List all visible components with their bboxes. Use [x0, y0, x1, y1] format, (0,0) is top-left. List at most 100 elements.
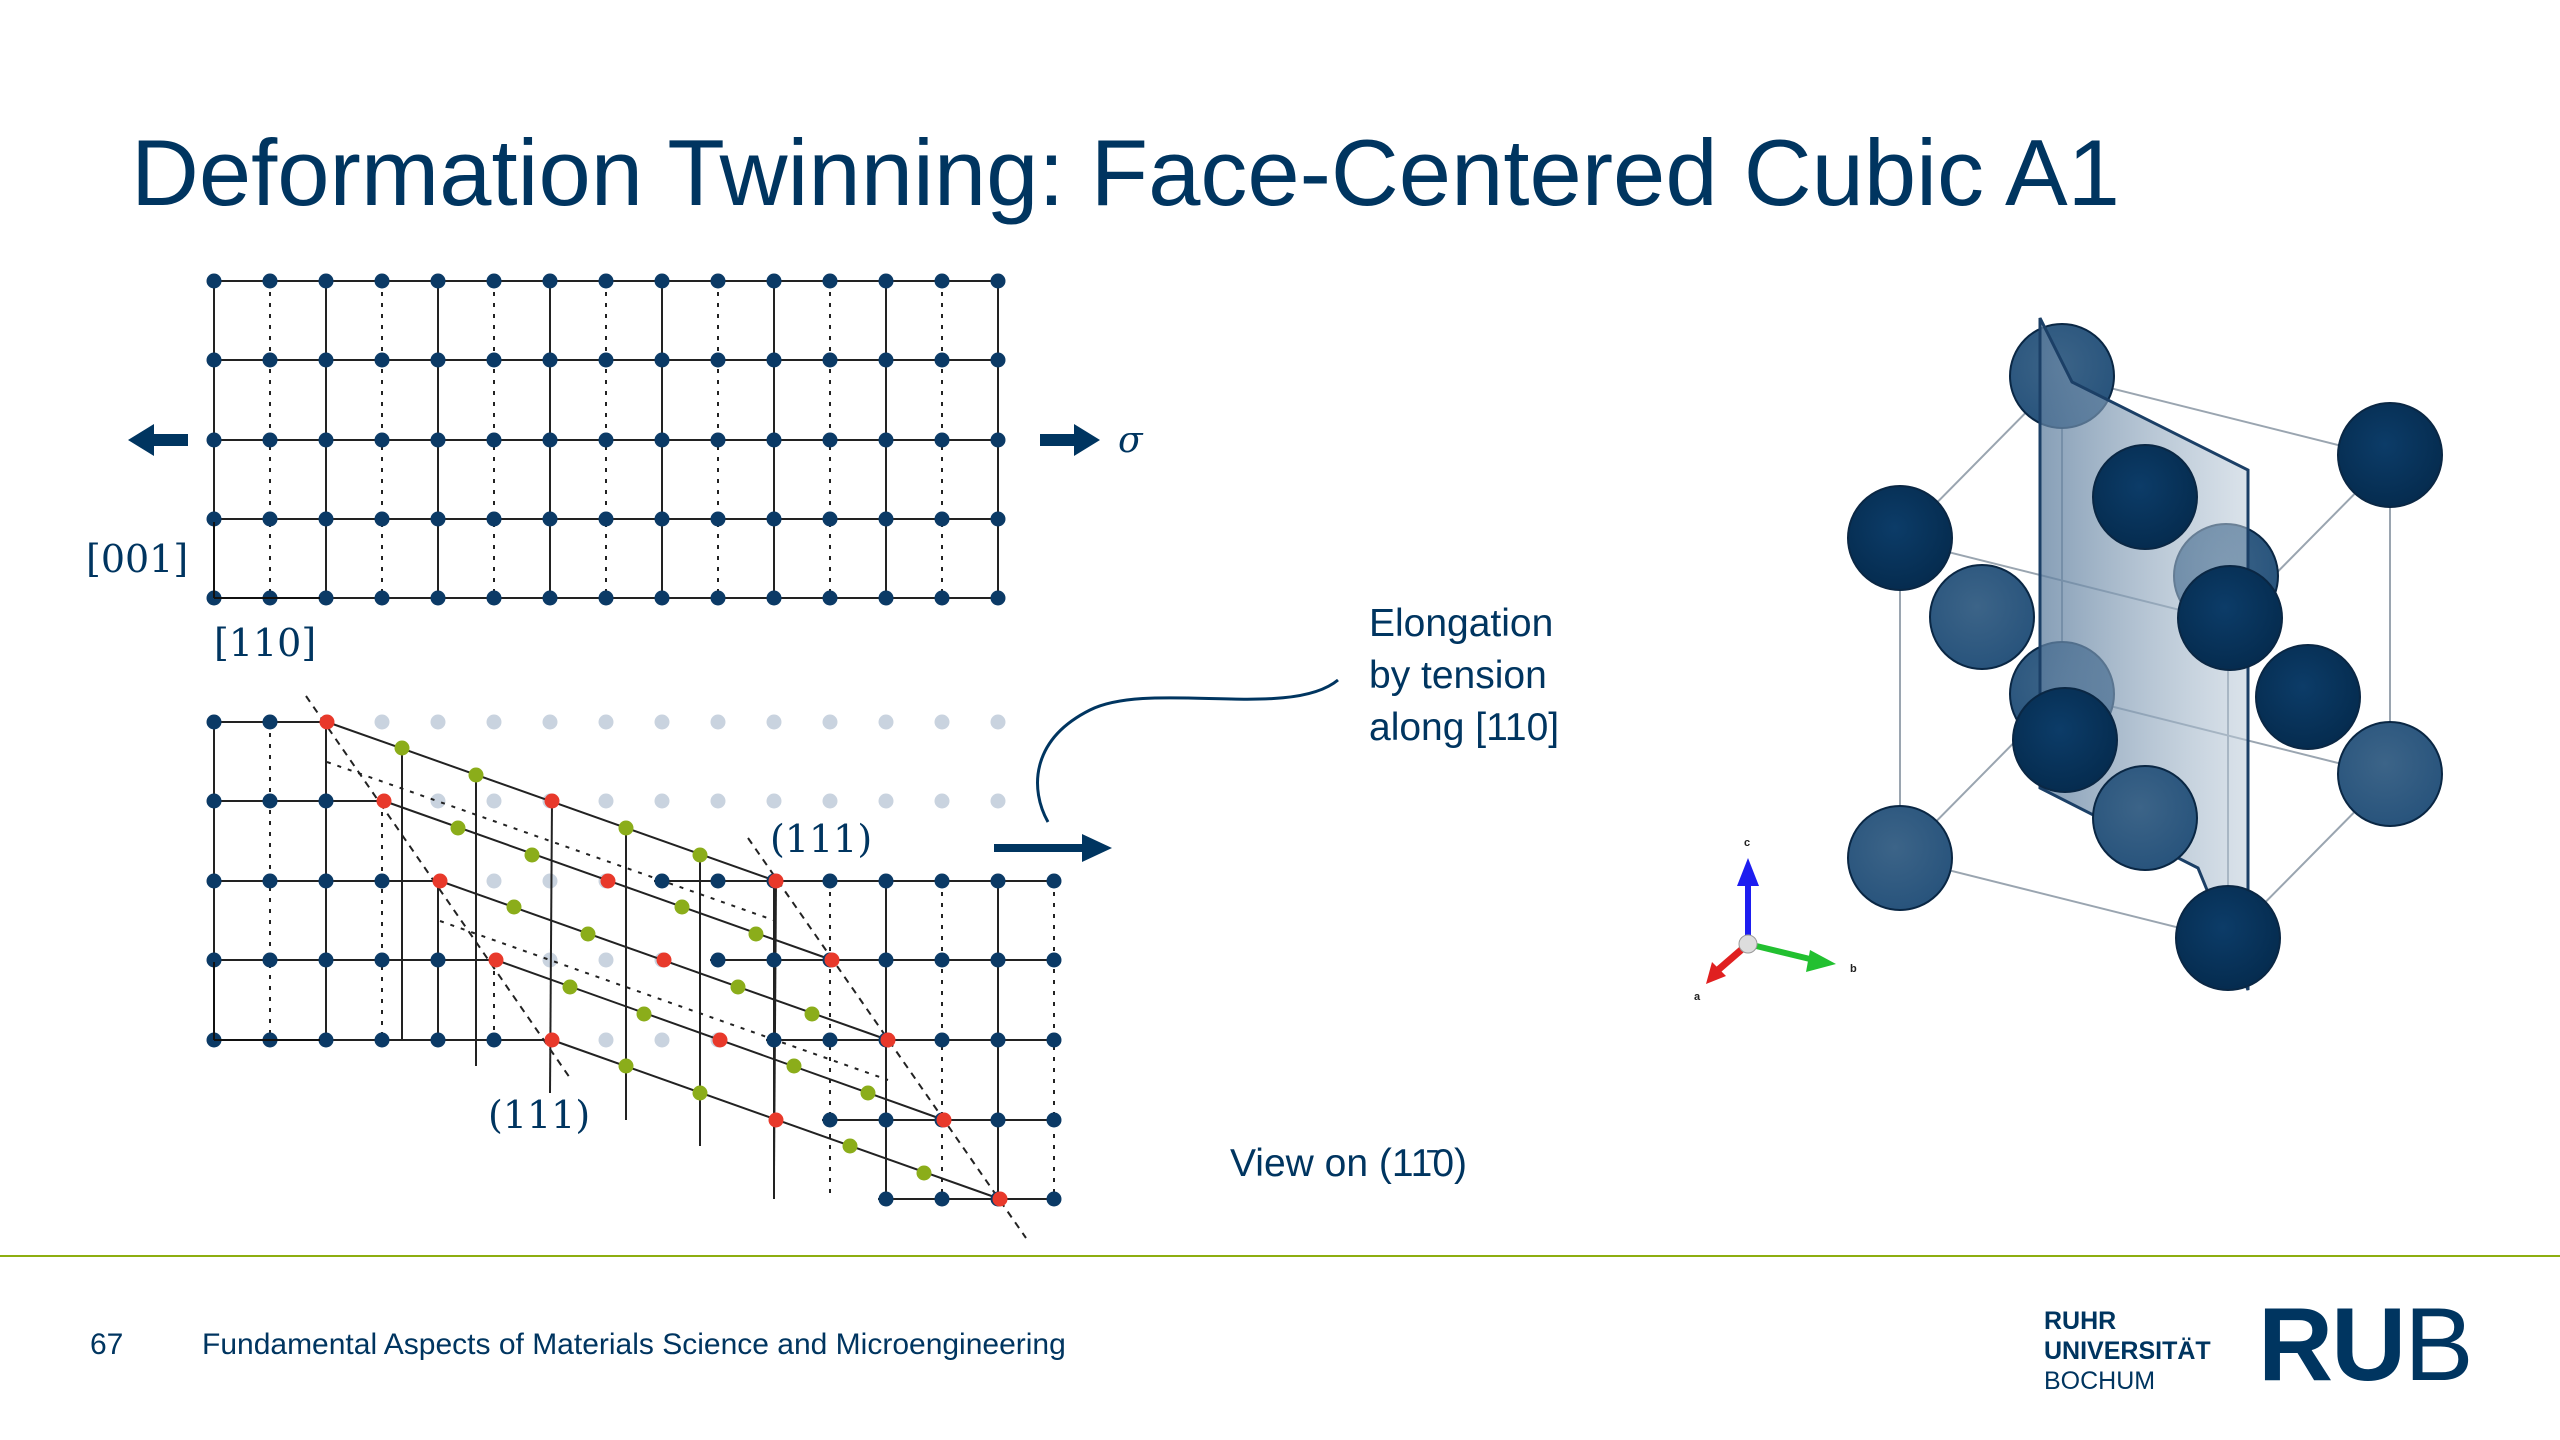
lattice-atom: [430, 432, 446, 448]
elongation-text-1: Elongation: [1369, 602, 1553, 645]
ghost-atom: [766, 793, 782, 809]
logo-mark-b: B: [2404, 1287, 2473, 1403]
atom-face-front-center: [2012, 687, 2118, 793]
twin-lattice: [206, 695, 1062, 1239]
lattice-atom: [206, 511, 222, 527]
lattice-atom: [206, 432, 222, 448]
ghost-atom: [598, 1032, 614, 1048]
lattice-atom: [318, 873, 334, 889]
elongation-text-3: along [110]: [1369, 706, 1559, 749]
lattice-atom: [374, 873, 390, 889]
ghost-atom: [486, 714, 502, 730]
ghost-atom: [990, 793, 1006, 809]
lattice-atom: [990, 1032, 1006, 1048]
twin-red-atom: [992, 1191, 1008, 1207]
stress-label: σ: [1118, 420, 1144, 461]
lattice-atom: [990, 511, 1006, 527]
lattice-atom: [206, 352, 222, 368]
lattice-atom: [710, 952, 726, 968]
lattice-atom: [766, 1032, 782, 1048]
axis-c-label: c: [1744, 837, 1750, 849]
lattice-atom: [318, 273, 334, 289]
ghost-atom: [710, 714, 726, 730]
lattice-atom: [990, 952, 1006, 968]
lattice-atom: [766, 952, 782, 968]
course-title: Fundamental Aspects of Materials Science…: [202, 1328, 1066, 1361]
origin-axes-bottom: [213, 962, 320, 1041]
lattice-atom: [934, 352, 950, 368]
lattice-atom: [654, 273, 670, 289]
lattice-atom: [374, 511, 390, 527]
lattice-atom: [262, 511, 278, 527]
lattice-atom: [878, 432, 894, 448]
lattice-atom: [262, 352, 278, 368]
twin-red-atom: [488, 952, 504, 968]
twin-red-atom: [768, 873, 784, 889]
lattice-atom: [990, 352, 1006, 368]
lattice-atom: [710, 511, 726, 527]
twin-dotted-line: [326, 761, 777, 922]
elongation-arrow: [994, 834, 1112, 862]
twin-red-atom: [880, 1032, 896, 1048]
lattice-atom: [934, 1191, 950, 1207]
ghost-atom: [654, 793, 670, 809]
twin-green-atom: [916, 1165, 932, 1181]
callout-curve: [1036, 678, 1339, 823]
lattice-atom: [766, 273, 782, 289]
top-lattice: [206, 273, 1006, 606]
twin-plane-label-upper: (111): [770, 817, 872, 861]
lattice-atom: [374, 1032, 390, 1048]
atom-face-center: [2177, 565, 2283, 671]
lattice-atom: [934, 873, 950, 889]
twin-green-atom: [524, 847, 540, 863]
lattice-atom: [430, 511, 446, 527]
lattice-atom: [486, 273, 502, 289]
twin-red-atom: [376, 793, 392, 809]
fcc-unit-cell: [1847, 317, 2443, 991]
axis-label-001: [001]: [86, 537, 188, 581]
twin-dotted-line: [439, 920, 889, 1081]
lattice-atom: [430, 590, 446, 606]
twin-red-atom: [432, 873, 448, 889]
lattice-atom: [542, 352, 558, 368]
lattice-atom: [934, 1032, 950, 1048]
ghost-atom: [878, 793, 894, 809]
ghost-atom: [822, 793, 838, 809]
top-lattice-atoms: [206, 273, 1006, 606]
twin-green-atom: [842, 1138, 858, 1154]
elongation-text-2: by tension: [1369, 654, 1547, 697]
lattice-atom: [822, 1032, 838, 1048]
lattice-atom: [318, 511, 334, 527]
lattice-atom: [262, 952, 278, 968]
lattice-atom: [990, 1112, 1006, 1128]
lattice-atom: [374, 352, 390, 368]
lattice-atom: [206, 793, 222, 809]
lattice-atom: [654, 511, 670, 527]
lattice-atom: [206, 873, 222, 889]
twin-green-atom: [730, 979, 746, 995]
lattice-atom: [262, 793, 278, 809]
twin-green-atom: [804, 1006, 820, 1022]
lattice-atom: [878, 952, 894, 968]
lattice-atom: [822, 873, 838, 889]
lattice-atom: [878, 1112, 894, 1128]
lattice-atom: [318, 352, 334, 368]
lattice-atom: [262, 432, 278, 448]
twin-green-atom: [786, 1058, 802, 1074]
lattice-atom: [878, 873, 894, 889]
lattice-atom: [990, 590, 1006, 606]
lattice-atom: [822, 1112, 838, 1128]
lattice-atom: [934, 952, 950, 968]
lattice-atom: [766, 511, 782, 527]
page-number: 67: [90, 1328, 124, 1361]
twin-green-atom: [468, 767, 484, 783]
twin-plane-label-lower: (111): [488, 1093, 590, 1137]
lattice-atom: [878, 590, 894, 606]
twin-lattice-lines: [213, 695, 1055, 1239]
ghost-atom: [878, 714, 894, 730]
ghost-atom: [430, 793, 446, 809]
lattice-atom: [934, 432, 950, 448]
twin-red-atom: [936, 1112, 952, 1128]
lattice-atom: [878, 352, 894, 368]
ghost-atom: [486, 873, 502, 889]
